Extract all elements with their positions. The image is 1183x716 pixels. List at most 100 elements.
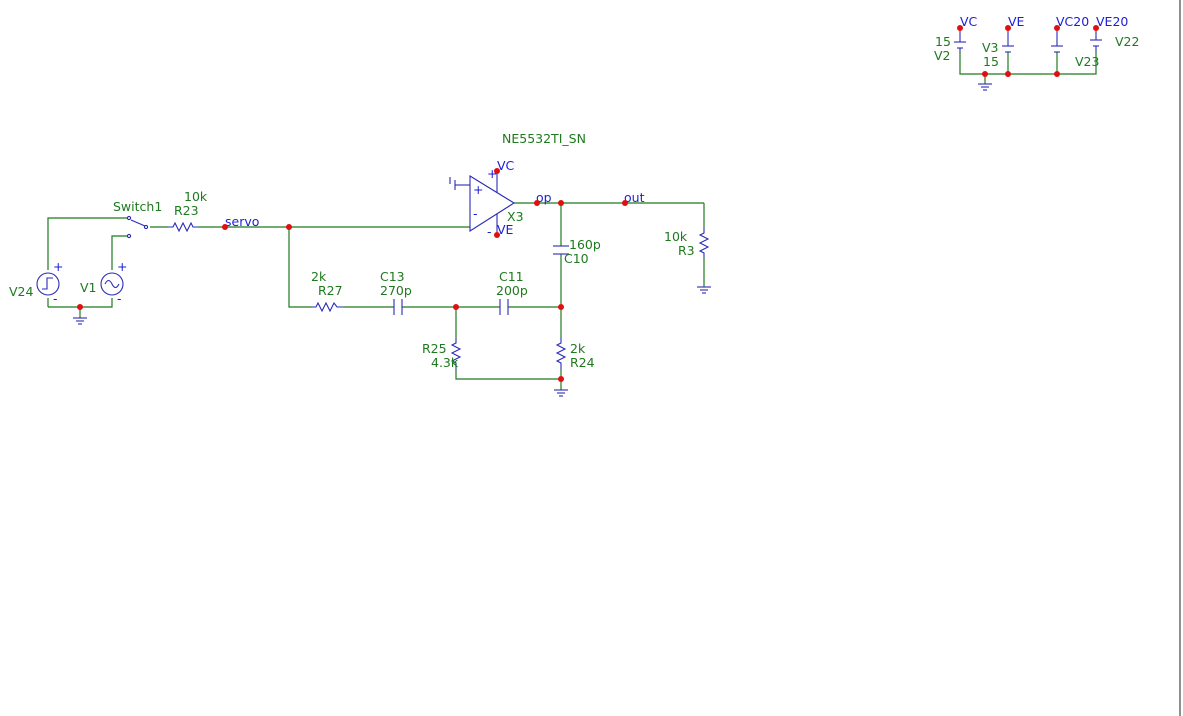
wire-v1-top[interactable]: [111, 235, 127, 270]
node-ve-pin: [494, 232, 500, 238]
node-r24-bottom: [558, 376, 564, 382]
node-v3-bus: [1005, 71, 1011, 77]
node-servo: [286, 224, 292, 230]
c10-value: 160p: [569, 237, 601, 252]
switch1[interactable]: [126, 215, 149, 239]
v2-source[interactable]: [954, 28, 966, 52]
r25-resistor[interactable]: [450, 338, 462, 370]
vc-pin-plus: +: [487, 166, 497, 181]
v1-plus: +: [117, 259, 127, 274]
r23-resistor[interactable]: [168, 221, 198, 233]
v1-body: [100, 272, 124, 296]
node-ve20: [1093, 25, 1099, 31]
node-supply-gnd: [982, 71, 988, 77]
opamp-ref: X3: [507, 209, 524, 224]
square-wave-icon: [42, 277, 53, 290]
ground-supply: [978, 83, 992, 91]
r25-ref: R25: [422, 341, 447, 356]
net-label-vc-supply: VC: [960, 14, 978, 29]
ve-pin-minus: -: [487, 224, 492, 239]
node-r24-top: [558, 304, 564, 310]
switch-blade: [130, 219, 146, 227]
wire-gnd-loop[interactable]: [48, 298, 113, 308]
r24-ref: R24: [570, 355, 595, 370]
switch1-ref: Switch1: [113, 199, 162, 214]
v1-ref: V1: [80, 280, 97, 295]
c13-value: 270p: [380, 283, 412, 298]
node-ve-supply: [1005, 25, 1011, 31]
net-label-ve-supply: VE: [1008, 14, 1025, 29]
r25-value: 4.3k: [431, 355, 459, 370]
r3-value: 10k: [664, 229, 688, 244]
v24-body: [36, 272, 60, 296]
v3-value: 15: [983, 54, 999, 69]
r23-value: 10k: [184, 189, 208, 204]
node-op: [534, 200, 540, 206]
wire-r25-bottom[interactable]: [455, 370, 561, 380]
opamp-x3[interactable]: + - + -: [449, 166, 516, 239]
c13-capacitor[interactable]: [393, 299, 403, 315]
r24-value: 2k: [570, 341, 586, 356]
net-label-out: out: [624, 190, 645, 205]
node-vc-pin: [494, 168, 500, 174]
junction-nodes: [77, 25, 1099, 382]
r23-ref: R23: [174, 203, 199, 218]
node-servo-label: [222, 224, 228, 230]
v2-ref: V2: [934, 48, 951, 63]
net-label-op: op: [536, 190, 552, 205]
node-v23-bus: [1054, 71, 1060, 77]
switch-contact-a: [126, 215, 132, 221]
v24-plus: +: [53, 259, 63, 274]
node-vc-supply: [957, 25, 963, 31]
ground-r24: [554, 389, 568, 397]
net-label-ve20: VE20: [1096, 14, 1128, 29]
v22-ref: V22: [1115, 34, 1139, 49]
opamp-triangle: [469, 175, 516, 233]
v3-ref: V3: [982, 40, 999, 55]
r3-ref: R3: [678, 243, 695, 258]
wire-servo-down[interactable]: [288, 227, 312, 308]
sine-wave-icon: [104, 279, 120, 289]
v23-ref: V23: [1075, 54, 1099, 69]
c13-ref: C13: [380, 269, 405, 284]
v24-minus: -: [53, 291, 58, 306]
opamp-minus-sign: -: [473, 206, 478, 221]
v24-source[interactable]: + -: [36, 259, 63, 306]
node-gnd-left: [77, 304, 83, 310]
v2-value: 15: [935, 34, 951, 49]
net-label-ve: VE: [497, 222, 514, 237]
node-c10-top: [558, 200, 564, 206]
r24-resistor[interactable]: [555, 338, 567, 370]
v23-source[interactable]: [1051, 28, 1063, 53]
r27-resistor[interactable]: [312, 301, 344, 313]
switch-common: [143, 224, 149, 230]
ground-r3: [697, 286, 711, 294]
node-vc20: [1054, 25, 1060, 31]
c11-capacitor[interactable]: [499, 299, 509, 315]
wire-v24-top[interactable]: [47, 217, 127, 270]
net-label-vc20: VC20: [1056, 14, 1089, 29]
switch-contact-b: [126, 233, 132, 239]
v1-source[interactable]: + -: [100, 259, 127, 306]
r27-ref: R27: [318, 283, 343, 298]
v22-source[interactable]: [1090, 28, 1102, 52]
r27-value: 2k: [311, 269, 327, 284]
c11-value: 200p: [496, 283, 528, 298]
wires: [47, 52, 1097, 390]
opamp-plus-sign: +: [473, 182, 483, 197]
net-label-servo: servo: [225, 214, 259, 229]
wire-supply-bus[interactable]: [959, 52, 1097, 75]
ground-left: [73, 317, 87, 325]
node-r25-top: [453, 304, 459, 310]
c10-capacitor[interactable]: [553, 245, 569, 255]
v3-source[interactable]: [1002, 28, 1014, 53]
c11-ref: C11: [499, 269, 524, 284]
node-out: [622, 200, 628, 206]
opamp-model: NE5532TI_SN: [502, 131, 586, 146]
v1-minus: -: [117, 291, 122, 306]
v24-ref: V24: [9, 284, 34, 299]
net-label-vc: VC: [497, 158, 515, 173]
r3-resistor[interactable]: [698, 228, 710, 258]
c10-ref: C10: [564, 251, 589, 266]
